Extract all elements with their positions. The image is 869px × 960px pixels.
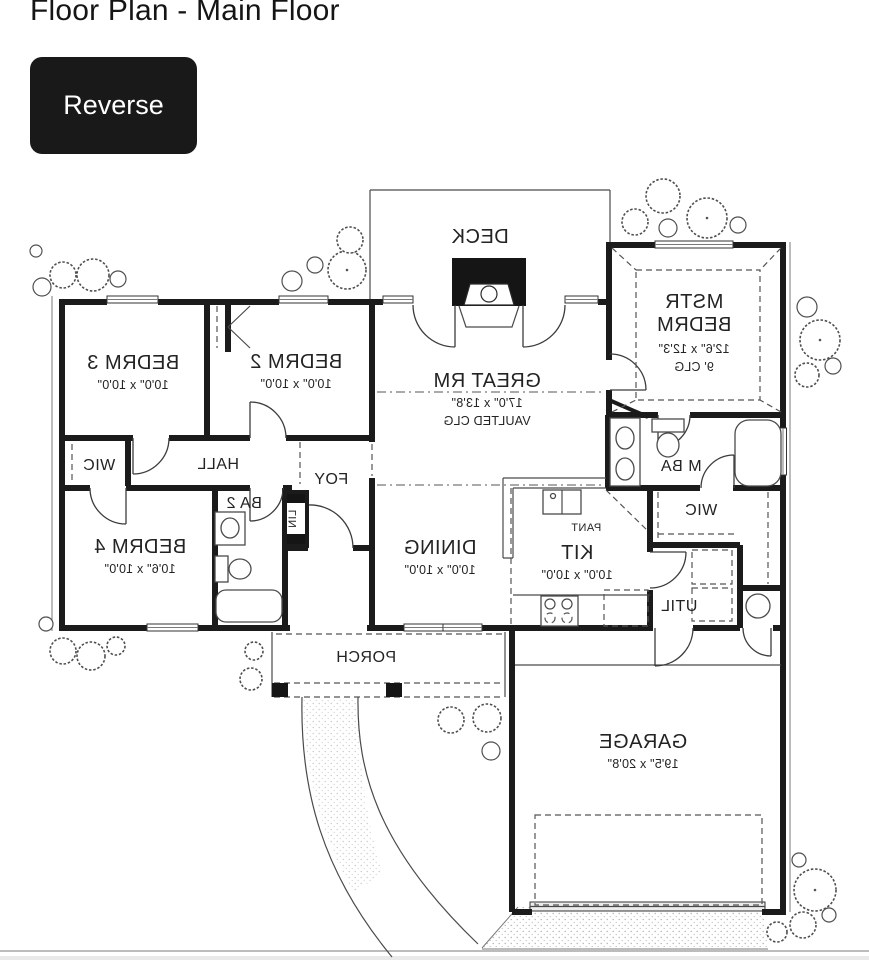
garage-pad bbox=[534, 814, 763, 906]
reverse-button[interactable]: Reverse bbox=[30, 57, 197, 154]
room-dims-bedrm3: 10'0" x 10'0" bbox=[97, 378, 168, 392]
room-dims-great: 17'0" x 13'8" bbox=[451, 396, 522, 410]
landscaping-trees bbox=[29, 178, 842, 943]
room-label-garage: GARAGE bbox=[599, 731, 688, 753]
room-dims-bedrm4: 10'6" x 10'0" bbox=[104, 562, 175, 576]
window bbox=[382, 295, 414, 304]
room-dims-garage: 19'5" x 20'8" bbox=[607, 757, 678, 771]
room-label-master-2: BEDRM bbox=[657, 314, 732, 336]
storage-door bbox=[742, 627, 772, 657]
room-labels: DECK MSTR BEDRM 12'6" x 12'3" 9' CLG BED… bbox=[83, 226, 732, 771]
room-label-bedrm2: BEDRM 2 bbox=[250, 351, 342, 373]
site-lines bbox=[0, 242, 869, 960]
room-label-porch: PORCH bbox=[336, 649, 396, 666]
deck-door-right bbox=[522, 304, 566, 348]
room-label-bedrm3: BEDRM 3 bbox=[87, 352, 179, 374]
bedrm4-door bbox=[89, 487, 127, 525]
front-door bbox=[307, 504, 354, 549]
room-label-pant: PANT bbox=[571, 522, 602, 534]
dryer bbox=[691, 587, 733, 622]
window bbox=[106, 295, 159, 304]
room-label-kit: KIT bbox=[561, 542, 594, 564]
lin-closet bbox=[283, 490, 309, 548]
deck-area bbox=[369, 189, 611, 300]
walls bbox=[59, 242, 786, 915]
room-label-mba: M BA bbox=[660, 458, 701, 475]
room-label-bedrm4: BEDRM 4 bbox=[94, 536, 186, 558]
master-entry-door bbox=[609, 353, 647, 391]
window bbox=[564, 295, 599, 304]
room-label-hall: HALL bbox=[197, 456, 239, 473]
room-dims-kit: 10'0" x 10'0" bbox=[541, 568, 612, 582]
room-dims-bedrm2: 10'0" x 10'0" bbox=[260, 377, 331, 391]
kitchen-sink bbox=[542, 489, 582, 515]
room-label-util: UTIL bbox=[661, 598, 698, 615]
util-door bbox=[649, 551, 687, 589]
room-label-master-1: MSTR bbox=[665, 291, 724, 313]
room-label-deck: DECK bbox=[451, 226, 509, 248]
fireplace bbox=[452, 258, 526, 328]
dashed-lines bbox=[71, 247, 782, 624]
room-label-ba2: BA 2 bbox=[226, 495, 262, 512]
ba2-toilet bbox=[214, 555, 252, 583]
fixtures bbox=[214, 417, 782, 906]
garage-door bbox=[529, 901, 766, 912]
room-label-foy: FOY bbox=[314, 471, 348, 488]
refrigerator bbox=[603, 589, 649, 627]
room-clg-master: 9' CLG bbox=[674, 360, 714, 374]
garage-entry-door bbox=[654, 627, 694, 667]
porch-area bbox=[271, 632, 506, 698]
window bbox=[654, 240, 734, 249]
windows bbox=[106, 240, 787, 632]
window bbox=[442, 623, 483, 632]
room-dims-dining: 10'0" x 10'0" bbox=[404, 563, 475, 577]
room-label-wic-right: WIC bbox=[685, 502, 718, 519]
kitchen-counter bbox=[502, 477, 650, 596]
porch-column bbox=[386, 683, 402, 697]
ba2-tub bbox=[215, 589, 283, 623]
window bbox=[278, 295, 329, 304]
deck-door-left bbox=[412, 304, 456, 348]
room-label-dining: DINING bbox=[404, 537, 477, 559]
room-dims-master: 12'6" x 12'3" bbox=[658, 342, 729, 356]
room-clg-great: VAULTED CLG bbox=[443, 414, 530, 428]
wic-door bbox=[700, 454, 735, 489]
water-heater bbox=[745, 593, 771, 619]
bedrm2-door bbox=[249, 401, 287, 439]
room-label-great: GREAT RM bbox=[433, 370, 541, 392]
bedrm3-door bbox=[132, 437, 170, 475]
mba-tub bbox=[734, 419, 782, 487]
walkway bbox=[301, 696, 479, 958]
window bbox=[146, 623, 199, 632]
porch-column bbox=[272, 683, 288, 697]
mba-toilet bbox=[651, 418, 685, 458]
range bbox=[540, 595, 579, 627]
room-label-wic-left: WIC bbox=[83, 457, 116, 474]
mba-vanity bbox=[609, 417, 641, 487]
washer bbox=[691, 549, 733, 585]
window bbox=[403, 623, 444, 632]
ba2-door bbox=[249, 487, 284, 522]
ba2-vanity bbox=[214, 511, 246, 546]
room-label-lin: LIN bbox=[287, 510, 299, 529]
page-title: Floor Plan - Main Floor bbox=[30, 0, 340, 27]
